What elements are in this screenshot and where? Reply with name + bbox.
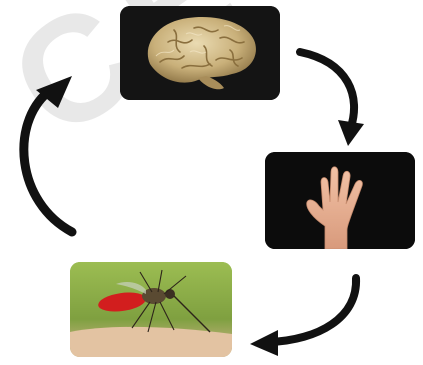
arrow-hand-to-mosquito (270, 278, 356, 342)
arrow-mosquito-to-brain (24, 92, 72, 232)
arrow-head-brain-to-hand (338, 120, 364, 146)
arrow-head-hand-to-mosquito (250, 330, 278, 356)
arrow-brain-to-hand (300, 52, 354, 130)
